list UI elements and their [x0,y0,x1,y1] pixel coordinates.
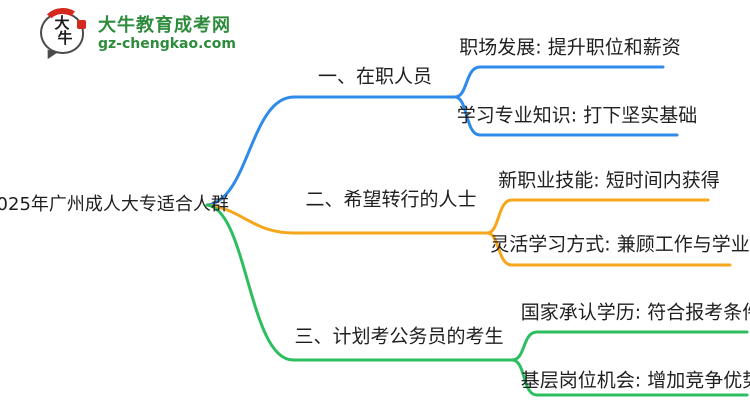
leaf-node-1-2: 学习专业知识: 打下坚实基础 [456,104,698,127]
root-node: 2025年广州成人大专适合人群 [0,194,229,215]
logo-seal-stamp-icon [77,20,86,29]
logo-bull-icon: 大 牛 [40,6,88,62]
site-logo[interactable]: 大 牛 大牛教育成考网 gz-chengkao.com [40,6,236,62]
link-branch1-leaf1 [453,65,665,99]
leaf-node-3-2: 基层岗位机会: 增加竞争优势 [520,369,750,392]
branch-node-1: 一、在职人员 [317,65,433,88]
logo-site-url: gz-chengkao.com [98,36,236,53]
branch-node-2: 二、希望转行的人士 [305,188,477,211]
branch-node-3: 三、计划考公务员的考生 [294,325,504,348]
leaf-node-2-1: 新职业技能: 短时间内获得 [498,169,720,192]
logo-char-niu: 牛 [57,29,73,47]
logo-bubble-tail [44,49,58,62]
logo-circle [40,12,84,54]
link-branch3-leaf1 [510,330,749,362]
link-branch2-leaf1 [485,198,710,235]
logo-site-name: 大牛教育成考网 [98,14,231,36]
leaf-node-1-1: 职场发展: 提升职位和薪资 [459,36,681,59]
leaf-node-2-2: 灵活学习方式: 兼顾工作与学业 [490,233,750,256]
leaf-node-3-1: 国家承认学历: 符合报考条件 [520,301,750,324]
logo-char-da: 大 [54,14,70,32]
logo-calligraphy: 大 牛 [40,16,84,46]
